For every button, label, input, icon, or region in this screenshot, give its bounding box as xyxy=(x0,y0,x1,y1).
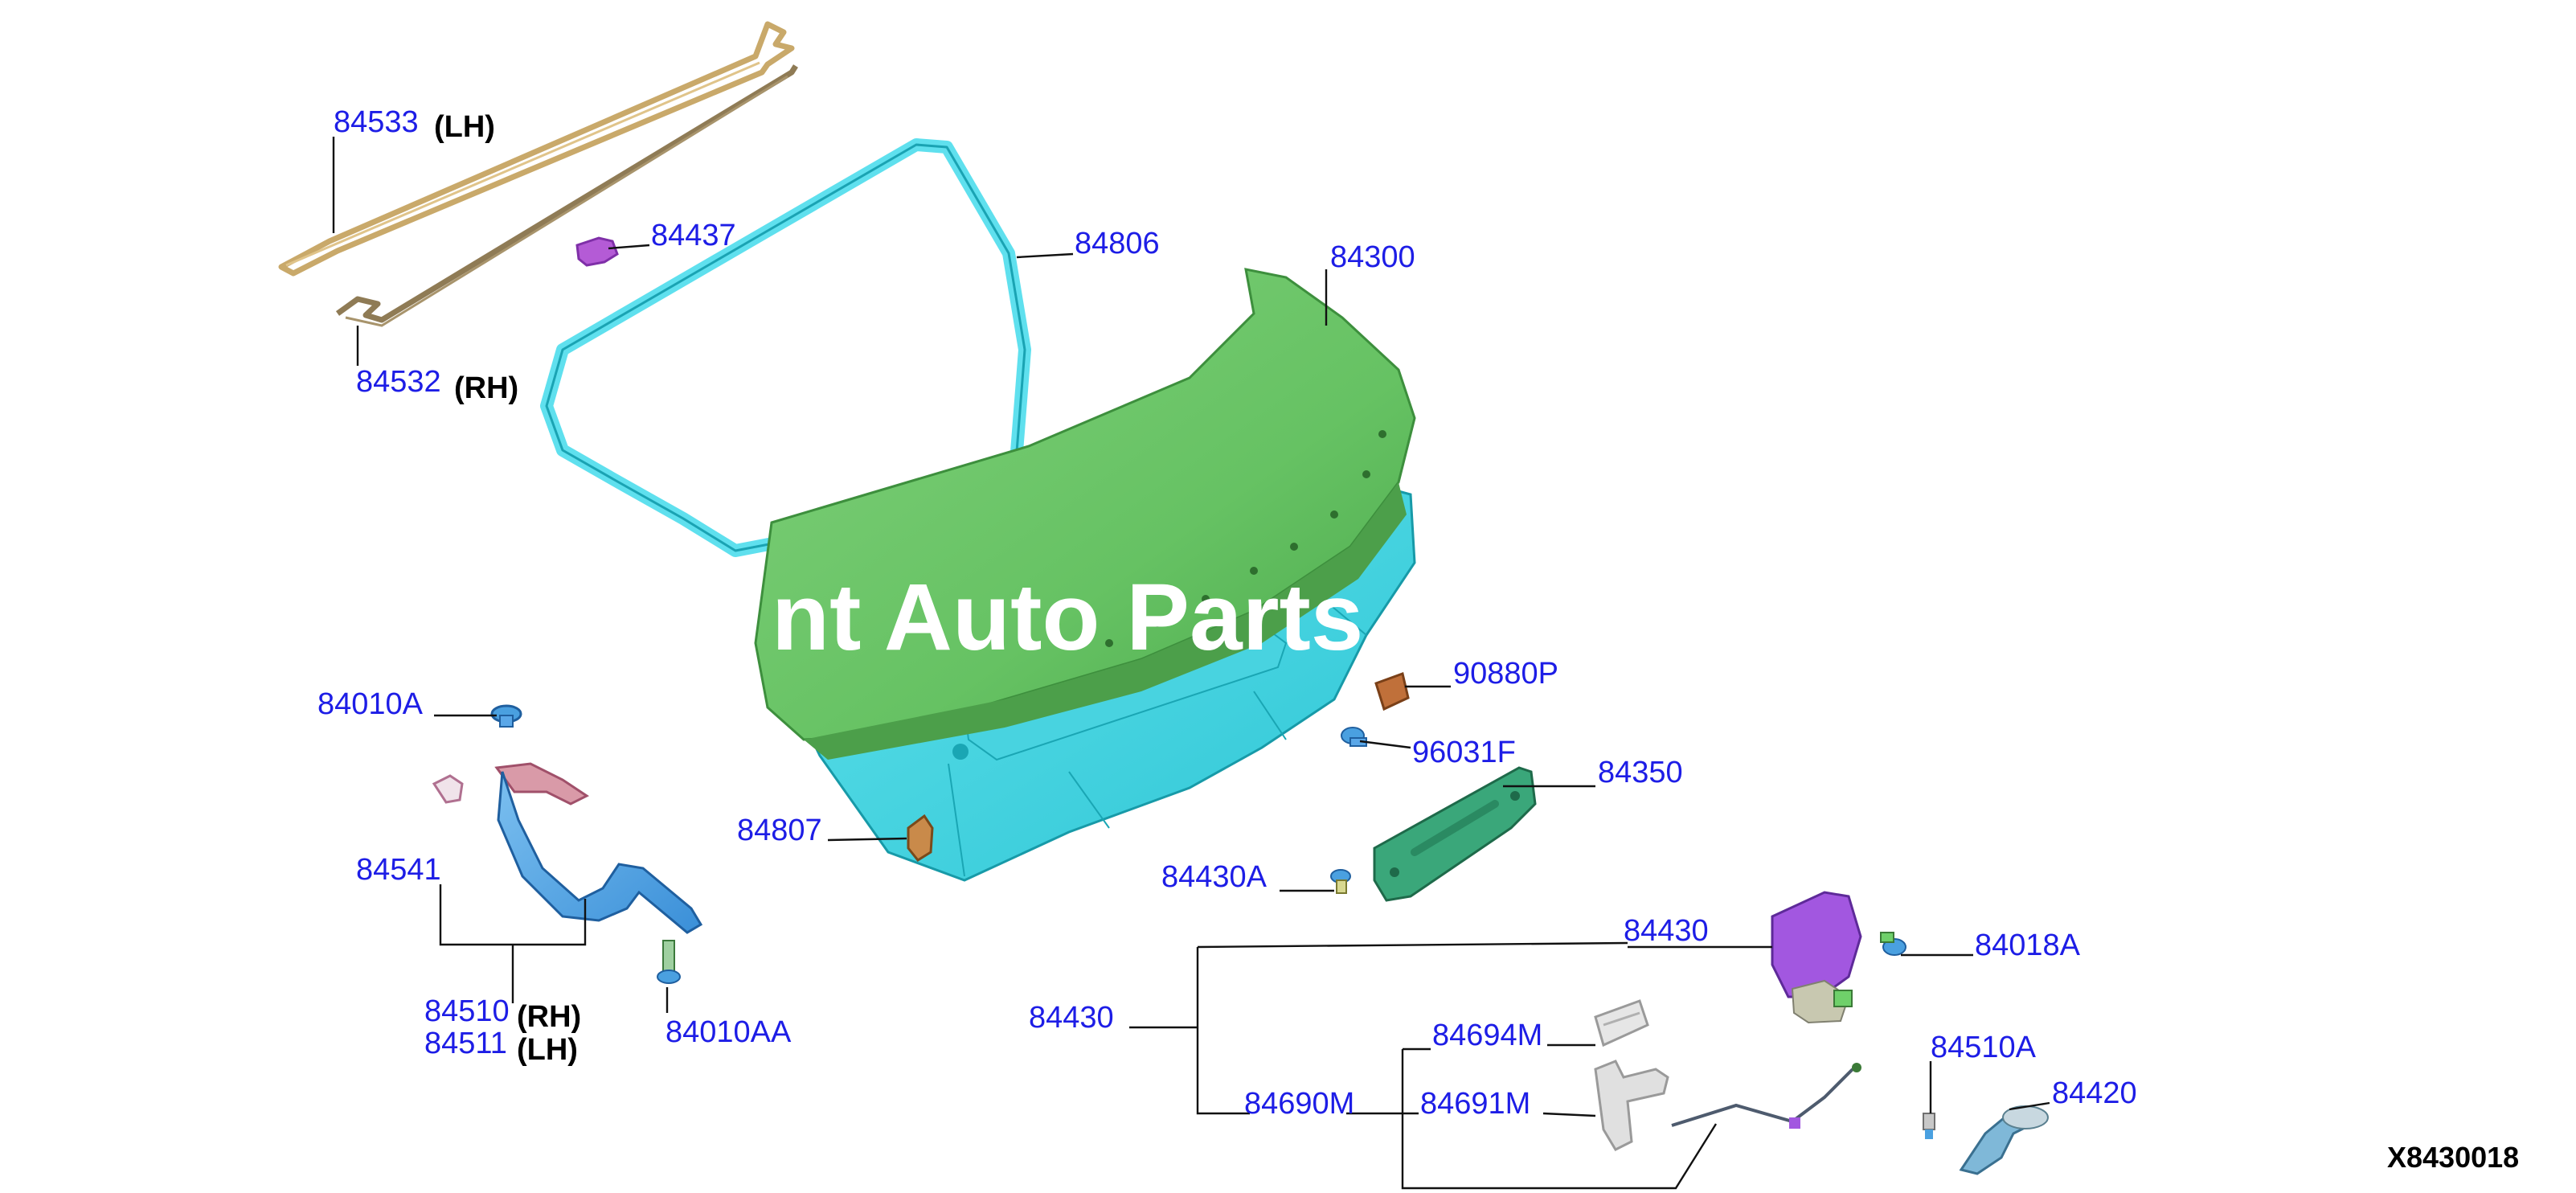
trunk-lid-icon xyxy=(754,268,1416,760)
bracket-84807-icon xyxy=(907,814,934,862)
callout-84806[interactable]: 84806 xyxy=(1075,227,1160,260)
callout-84010A[interactable]: 84010A xyxy=(317,687,424,721)
switch-84510A-icon xyxy=(1923,1113,1935,1139)
torsion-bar-lh-icon xyxy=(278,21,795,277)
callout-84430A[interactable]: 84430A xyxy=(1161,860,1268,894)
clip-96031F-icon xyxy=(1341,727,1367,747)
callout-84694M[interactable]: 84694M xyxy=(1432,1019,1542,1052)
callout-84430-latch[interactable]: 84430 xyxy=(1624,914,1709,948)
callout-84691M[interactable]: 84691M xyxy=(1420,1087,1530,1121)
diagram-code: X8430018 xyxy=(2387,1141,2519,1174)
callout-84430-assy[interactable]: 84430 xyxy=(1029,1001,1114,1035)
latch-84430-icon xyxy=(1771,891,1862,1024)
leader-lines xyxy=(332,137,2050,1190)
trim-cover-84350-icon xyxy=(1373,766,1537,902)
callout-84350[interactable]: 84350 xyxy=(1598,756,1683,789)
callout-84420[interactable]: 84420 xyxy=(2052,1076,2137,1110)
watermark-text: nt Auto Parts xyxy=(772,564,1363,670)
side-label-84510: (RH) xyxy=(517,1000,581,1034)
side-label-84533: (LH) xyxy=(434,110,495,144)
handle-84694M-icon xyxy=(1594,999,1649,1047)
callout-84541[interactable]: 84541 xyxy=(356,853,441,887)
pad-90880P-icon xyxy=(1374,672,1410,711)
clip-84437-icon xyxy=(575,236,619,267)
callout-84690M[interactable]: 84690M xyxy=(1244,1087,1354,1121)
bolt-84010AA-icon xyxy=(657,940,681,984)
callout-84532[interactable]: 84532 xyxy=(356,365,441,399)
callout-84010AA[interactable]: 84010AA xyxy=(666,1015,792,1049)
callout-84510[interactable]: 84510 xyxy=(424,994,510,1028)
cap-84541-icon xyxy=(432,774,464,804)
actuator-84420-icon xyxy=(1959,1105,2049,1175)
callout-84533[interactable]: 84533 xyxy=(334,105,419,139)
hinge-icon xyxy=(494,762,703,934)
callout-84807[interactable]: 84807 xyxy=(737,814,822,847)
callout-84300[interactable]: 84300 xyxy=(1330,240,1415,274)
bumper-84018A-icon xyxy=(1880,932,1906,956)
callout-84511[interactable]: 84511 xyxy=(424,1027,507,1060)
callout-84510A[interactable]: 84510A xyxy=(1931,1031,2037,1064)
bumper-84010A-icon xyxy=(490,704,522,728)
screw-84430A-icon xyxy=(1330,869,1351,894)
handle-84691M-icon xyxy=(1594,1060,1669,1151)
side-label-84532: (RH) xyxy=(454,371,518,405)
torsion-bar-rh-icon xyxy=(335,64,798,327)
callout-84437[interactable]: 84437 xyxy=(651,219,736,252)
release-cable-icon xyxy=(1671,1063,1861,1129)
callout-84018A[interactable]: 84018A xyxy=(1975,929,2081,962)
side-label-84511: (LH) xyxy=(517,1033,578,1067)
callout-90880P[interactable]: 90880P xyxy=(1453,657,1558,691)
callout-96031F[interactable]: 96031F xyxy=(1412,736,1516,769)
